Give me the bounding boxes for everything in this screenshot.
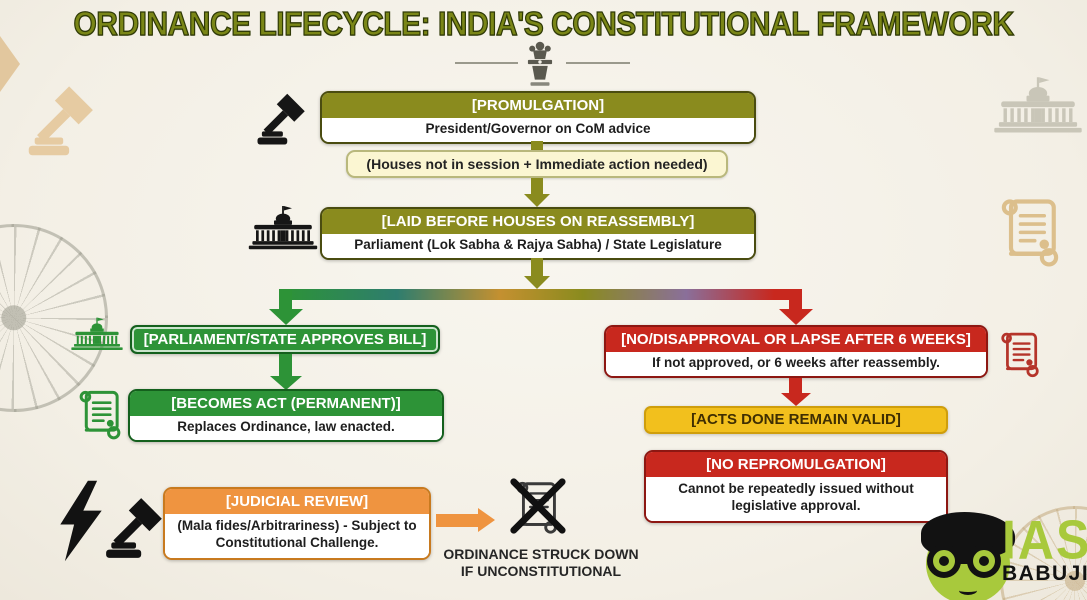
connector-arrow xyxy=(531,178,543,195)
struck-document-icon xyxy=(504,476,570,538)
promulgation-body: President/Governor on CoM advice xyxy=(322,118,754,142)
judicial-review-header: [JUDICIAL REVIEW] xyxy=(165,489,429,514)
parliament-icon xyxy=(247,205,319,252)
no-repromulgation-header: [NO REPROMULGATION] xyxy=(646,452,946,477)
scroll-icon xyxy=(998,327,1042,379)
connector-arrow xyxy=(531,258,543,277)
condition-pill: (Houses not in session + Immediate actio… xyxy=(346,150,728,178)
struck-down-line2: IF UNCONSTITUTIONAL xyxy=(460,562,622,579)
lightning-icon xyxy=(58,478,104,564)
divider xyxy=(566,62,630,64)
laid-before-header: [LAID BEFORE HOUSES ON REASSEMBLY] xyxy=(322,209,754,234)
corner-wedge-decoration xyxy=(0,36,20,92)
glasses-bridge xyxy=(959,558,973,564)
becomes-act-box: [BECOMES ACT (PERMANENT)] Replaces Ordin… xyxy=(128,389,444,442)
logo-smile xyxy=(959,586,977,595)
parliament-icon xyxy=(992,76,1084,136)
connector-arrow xyxy=(436,514,479,527)
no-repromulgation-box: [NO REPROMULGATION] Cannot be repeatedly… xyxy=(644,450,948,523)
connector-arrow xyxy=(279,354,292,377)
arrow-down-icon xyxy=(524,276,550,289)
ashoka-emblem-icon xyxy=(521,40,559,90)
logo-text-babuji: BABUJI xyxy=(1002,562,1087,585)
judicial-review-body: (Mala fides/Arbitrariness) - Subject to … xyxy=(165,514,429,558)
acts-valid-box: [ACTS DONE REMAIN VALID] xyxy=(644,406,948,434)
gavel-icon xyxy=(252,92,312,148)
eye xyxy=(939,556,949,566)
arrow-down-icon xyxy=(524,194,550,207)
branch-split-bar xyxy=(283,289,800,300)
glasses-icon xyxy=(927,544,961,578)
scroll-icon xyxy=(76,384,124,442)
parliament-icon xyxy=(70,316,124,353)
approves-bill-box: [PARLIAMENT/STATE APPROVES BILL] xyxy=(130,325,440,354)
eye xyxy=(979,556,989,566)
no-repromulgation-body: Cannot be repeatedly issued without legi… xyxy=(646,477,946,521)
connector-arrow xyxy=(531,141,543,150)
connector-arrow xyxy=(789,289,802,310)
becomes-act-header: [BECOMES ACT (PERMANENT)] xyxy=(130,391,442,416)
connector-arrow xyxy=(279,289,292,310)
divider xyxy=(455,62,518,64)
lapse-body: If not approved, or 6 weeks after reasse… xyxy=(606,352,986,376)
becomes-act-body: Replaces Ordinance, law enacted. xyxy=(130,416,442,440)
lapse-box: [NO/DISAPPROVAL OR LAPSE AFTER 6 WEEKS] … xyxy=(604,325,988,378)
arrow-down-icon xyxy=(269,309,303,325)
lapse-header: [NO/DISAPPROVAL OR LAPSE AFTER 6 WEEKS] xyxy=(606,327,986,352)
struck-down-label: ORDINANCE STRUCK DOWN IF UNCONSTITUTIONA… xyxy=(435,546,647,580)
struck-down-line1: ORDINANCE STRUCK DOWN xyxy=(443,546,639,562)
arrow-down-icon xyxy=(781,393,811,406)
promulgation-box: [PROMULGATION] President/Governor on CoM… xyxy=(320,91,756,144)
gavel-icon xyxy=(96,496,174,562)
scroll-icon xyxy=(993,192,1067,268)
gavel-icon xyxy=(22,84,102,160)
arrow-down-icon xyxy=(779,309,813,325)
logo-avatar xyxy=(921,512,1015,600)
connector-arrow xyxy=(789,378,802,394)
page-title: ORDINANCE LIFECYCLE: INDIA'S CONSTITUTIO… xyxy=(73,5,1015,43)
arrow-down-icon xyxy=(270,376,302,390)
arrow-right-icon xyxy=(478,508,495,532)
laid-before-body: Parliament (Lok Sabha & Rajya Sabha) / S… xyxy=(322,234,754,258)
laid-before-box: [LAID BEFORE HOUSES ON REASSEMBLY] Parli… xyxy=(320,207,756,260)
judicial-review-box: [JUDICIAL REVIEW] (Mala fides/Arbitrarin… xyxy=(163,487,431,560)
promulgation-header: [PROMULGATION] xyxy=(322,93,754,118)
logo-text-ias: IAS xyxy=(1002,509,1087,571)
